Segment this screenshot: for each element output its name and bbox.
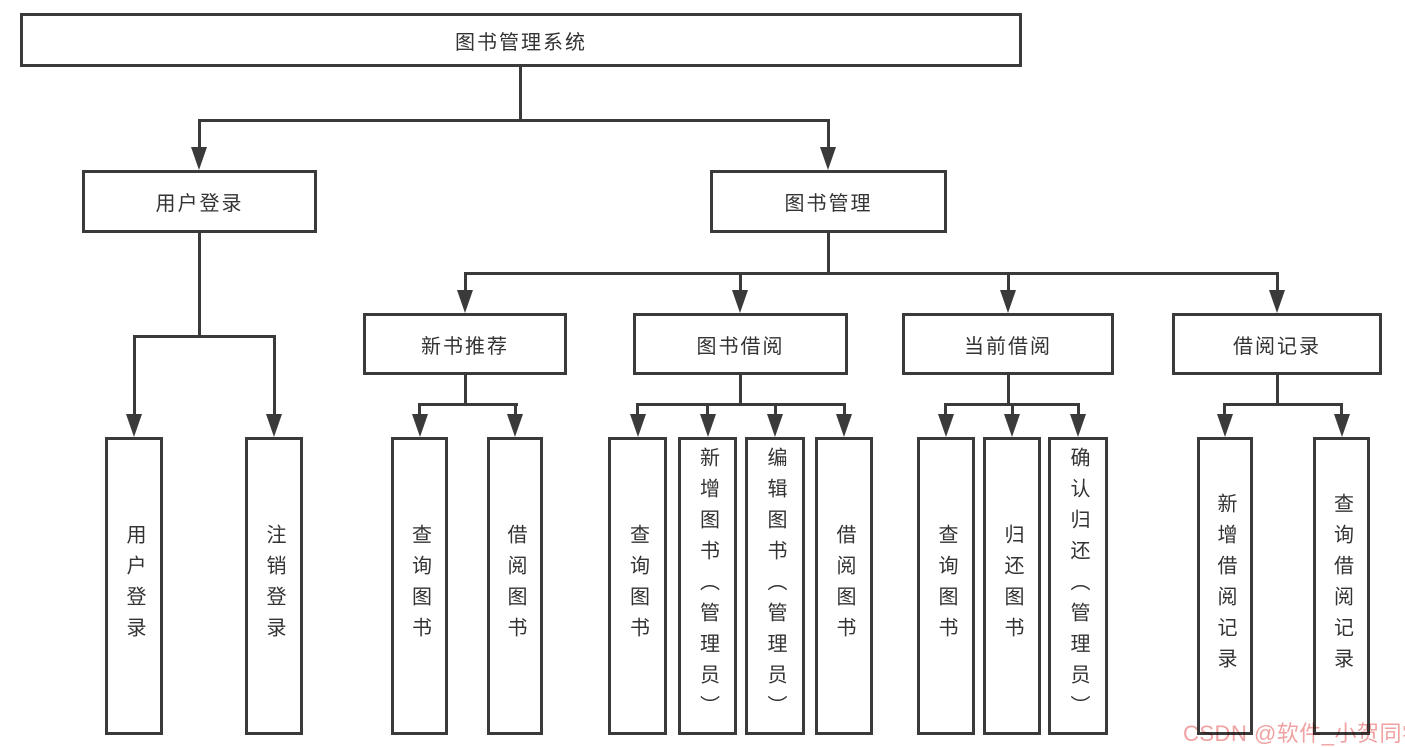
- node-new-book-recommendation: 新书推荐: [363, 313, 567, 375]
- node-book-management: 图书管理: [710, 170, 947, 233]
- arrowhead-down-icon: [191, 147, 207, 170]
- connector-line: [636, 403, 639, 416]
- arrowhead-down-icon: [630, 414, 646, 437]
- leaf-confirm-return-admin: 确认归还（管理员）: [1048, 437, 1108, 735]
- leaf-query-books-recommend: 查询图书: [391, 437, 448, 735]
- leaf-confirm-return-admin-label: 确认归还（管理员）: [1067, 446, 1089, 726]
- arrowhead-down-icon: [732, 290, 748, 313]
- connector-line: [418, 403, 518, 406]
- connector-line: [636, 403, 846, 406]
- connector-line: [133, 335, 136, 417]
- arrowhead-down-icon: [1004, 414, 1020, 437]
- node-root-label: 图书管理系统: [455, 31, 587, 54]
- leaf-query-books-borrowing: 查询图书: [608, 437, 667, 735]
- connector-line: [519, 67, 522, 119]
- arrowhead-down-icon: [266, 414, 282, 437]
- leaf-user-login-label: 用户登录: [123, 524, 145, 648]
- leaf-logout-login-label: 注销登录: [263, 524, 285, 648]
- arrowhead-down-icon: [1334, 414, 1350, 437]
- leaf-logout-login: 注销登录: [245, 437, 303, 735]
- connector-line: [1223, 403, 1226, 416]
- node-book-borrowing-label: 图书借阅: [696, 335, 785, 358]
- connector-line: [739, 272, 742, 292]
- leaf-edit-books-admin-label: 编辑图书（管理员）: [764, 446, 786, 726]
- connector-line: [843, 403, 846, 416]
- node-new-book-recommendation-label: 新书推荐: [421, 335, 509, 358]
- arrowhead-down-icon: [1070, 414, 1086, 437]
- arrowhead-down-icon: [457, 290, 473, 313]
- leaf-edit-books-admin: 编辑图书（管理员）: [745, 437, 805, 735]
- leaf-borrow-books-recommend-label: 借阅图书: [504, 524, 526, 648]
- connector-line: [739, 375, 742, 405]
- leaf-borrow-books-recommend: 借阅图书: [487, 437, 543, 735]
- arrowhead-down-icon: [1000, 290, 1016, 313]
- connector-line: [944, 403, 947, 416]
- leaf-query-books-borrowing-label: 查询图书: [626, 524, 649, 648]
- arrowhead-down-icon: [126, 414, 142, 437]
- node-current-borrowing-label: 当前借阅: [964, 335, 1052, 358]
- connector-line: [827, 119, 830, 150]
- node-root: 图书管理系统: [20, 13, 1022, 67]
- arrowhead-down-icon: [836, 414, 852, 437]
- connector-line: [198, 119, 830, 122]
- leaf-user-login: 用户登录: [105, 437, 163, 735]
- node-book-management-label: 图书管理: [784, 193, 873, 215]
- connector-line: [198, 233, 201, 335]
- connector-line: [198, 119, 201, 150]
- connector-line: [464, 375, 467, 405]
- arrowhead-down-icon: [412, 414, 428, 437]
- connector-line: [1077, 403, 1080, 416]
- connector-line: [464, 272, 467, 292]
- leaf-add-books-admin-label: 新增图书（管理员）: [696, 446, 719, 726]
- connector-line: [1276, 272, 1279, 292]
- connector-line: [273, 335, 276, 417]
- connector-line: [1007, 272, 1010, 292]
- connector-line: [1007, 375, 1010, 405]
- leaf-query-borrow-record-label: 查询借阅记录: [1330, 493, 1353, 679]
- connector-line: [418, 403, 421, 416]
- leaf-query-books-current-label: 查询图书: [935, 524, 957, 648]
- node-current-borrowing: 当前借阅: [902, 313, 1114, 375]
- leaf-return-books: 归还图书: [983, 437, 1041, 735]
- leaf-borrow-books-borrowing: 借阅图书: [815, 437, 873, 735]
- node-borrowing-records: 借阅记录: [1172, 313, 1382, 375]
- connector-line: [1276, 375, 1279, 405]
- arrowhead-down-icon: [700, 414, 716, 437]
- leaf-query-books-current: 查询图书: [917, 437, 975, 735]
- arrowhead-down-icon: [820, 147, 836, 170]
- leaf-borrow-books-borrowing-label: 借阅图书: [833, 524, 855, 648]
- node-user-login-label: 用户登录: [155, 193, 244, 215]
- arrowhead-down-icon: [1269, 290, 1285, 313]
- leaf-add-borrow-record-label: 新增借阅记录: [1214, 493, 1236, 679]
- connector-line: [133, 335, 276, 338]
- node-borrowing-records-label: 借阅记录: [1233, 335, 1321, 358]
- connector-line: [1223, 403, 1343, 406]
- leaf-return-books-label: 归还图书: [1001, 524, 1023, 648]
- arrowhead-down-icon: [507, 414, 523, 437]
- node-book-borrowing: 图书借阅: [633, 313, 848, 375]
- csdn-watermark: CSDN @软件_小贺同学: [1183, 721, 1405, 746]
- connector-line: [1011, 403, 1014, 416]
- connector-line: [514, 403, 517, 416]
- connector-line: [827, 233, 830, 275]
- connector-line: [774, 403, 777, 416]
- leaf-add-books-admin: 新增图书（管理员）: [678, 437, 737, 735]
- arrowhead-down-icon: [1217, 414, 1233, 437]
- leaf-add-borrow-record: 新增借阅记录: [1197, 437, 1253, 735]
- connector-line: [1340, 403, 1343, 416]
- node-user-login: 用户登录: [82, 170, 317, 233]
- connector-line: [464, 272, 1279, 275]
- leaf-query-borrow-record: 查询借阅记录: [1313, 437, 1370, 735]
- leaf-query-books-recommend-label: 查询图书: [408, 524, 431, 648]
- arrowhead-down-icon: [767, 414, 783, 437]
- arrowhead-down-icon: [938, 414, 954, 437]
- connector-line: [706, 403, 709, 416]
